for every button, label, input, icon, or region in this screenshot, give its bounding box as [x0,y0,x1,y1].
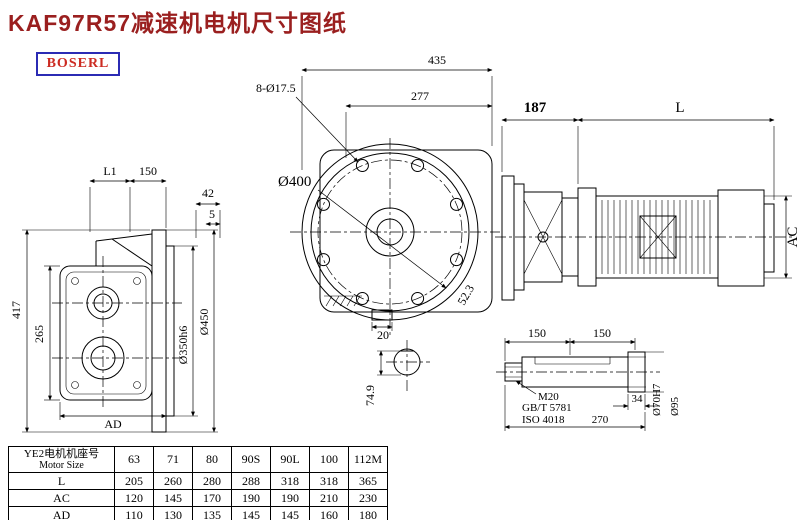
output-shaft-end-view: 74.9 [363,340,430,406]
table-header-row: YE2电机机座号 Motor Size 63 71 80 90S 90L 100… [8,446,388,473]
table-cell: 205 [114,472,154,490]
table-cell: 280 [192,472,232,490]
dim-20-label: 20 [377,328,389,342]
table-cell: 190 [231,489,271,507]
bolt-holes-label: 8-Ø17.5 [256,81,296,95]
table-cell: 180 [348,506,388,520]
table-cell: 145 [231,506,271,520]
table-row: AD 110 130 135 145 145 160 180 [8,506,388,520]
shaft-detail-view: 150 150 M20 GB/T 5781 ISO 4018 34 270 Ø7… [496,326,681,431]
dim-l-label: L [675,100,684,116]
dia-95-label: Ø95 [669,397,681,416]
table-cell: 210 [309,489,349,507]
boserl-logo: BOSERL [36,52,120,76]
dim-5-label: 5 [209,207,215,221]
motor-side-view: 187 L AC [495,100,800,301]
dim-ac-label: AC [785,227,800,248]
table-cell: 130 [153,506,193,520]
table-cell: 365 [348,472,388,490]
dim-265-label: 265 [32,325,46,343]
table-cell: 288 [231,472,271,490]
dim-277-label: 277 [411,89,429,103]
table-cell: 260 [153,472,193,490]
standard-gb-label: GB/T 5781 [522,402,572,414]
thread-m20-label: M20 [538,391,559,403]
row-label: L [8,472,115,490]
row-label: AC [8,489,115,507]
page-title: KAF97R57减速机电机尺寸图纸 [8,10,348,36]
dim-74-9-label: 74.9 [363,385,377,406]
dia-350-label: Ø350h6 [176,326,190,365]
boserl-logo-text: BOSERL [46,56,110,71]
table-header-cell: 90S [231,446,271,473]
table-header-cell: 71 [153,446,193,473]
standard-iso-label: ISO 4018 [522,414,565,426]
table-cell: 135 [192,506,232,520]
row-label: AD [8,506,115,520]
dim-435-label: 435 [428,53,446,67]
dim-417-label: 417 [9,301,23,319]
table-header-cell: 63 [114,446,154,473]
table-header-cell: 112M [348,446,388,473]
gearbox-side-view: L1 150 42 5 417 265 AD Ø350h6 Ø450 [9,164,221,433]
dim-187-label: 187 [524,100,547,116]
table-header-en: Motor Size [39,460,84,471]
dim-52-3-label: 52.3 [454,282,477,307]
table-cell: 145 [270,506,310,520]
table-header-motor-size: YE2电机机座号 Motor Size [8,446,115,473]
table-cell: 170 [192,489,232,507]
dim-150-label: 150 [139,164,157,178]
table-header-cell: 90L [270,446,310,473]
dim-150a-label: 150 [528,326,546,340]
table-cell: 190 [270,489,310,507]
table-row: L 205 260 280 288 318 318 365 [8,472,388,490]
dim-l1-label: L1 [103,164,116,178]
table-cell: 318 [270,472,310,490]
motor-size-table: YE2电机机座号 Motor Size 63 71 80 90S 90L 100… [8,446,388,520]
dim-150b-label: 150 [593,326,611,340]
table-cell: 318 [309,472,349,490]
section-hatch [324,295,362,307]
dim-270-label: 270 [592,414,609,426]
table-row: AC 120 145 170 190 190 210 230 [8,489,388,507]
dia-450-label: Ø450 [197,309,211,336]
table-cell: 120 [114,489,154,507]
table-header-cell: 80 [192,446,232,473]
table-cell: 110 [114,506,154,520]
motor-fins [601,200,711,274]
dim-34-label: 34 [632,393,644,405]
table-cell: 230 [348,489,388,507]
dia-70-label: Ø70H7 [651,383,663,416]
dim-ad-label: AD [104,417,122,431]
dim-42-label: 42 [202,186,214,200]
table-cell: 145 [153,489,193,507]
table-cell: 160 [309,506,349,520]
table-header-cell: 100 [309,446,349,473]
gearbox-front-view: 435 277 8-Ø17.5 Ø400 20 52.3 74.9 [256,53,500,406]
dia-400-label: Ø400 [278,174,311,190]
table-header-cn: YE2电机机座号 [23,448,100,460]
